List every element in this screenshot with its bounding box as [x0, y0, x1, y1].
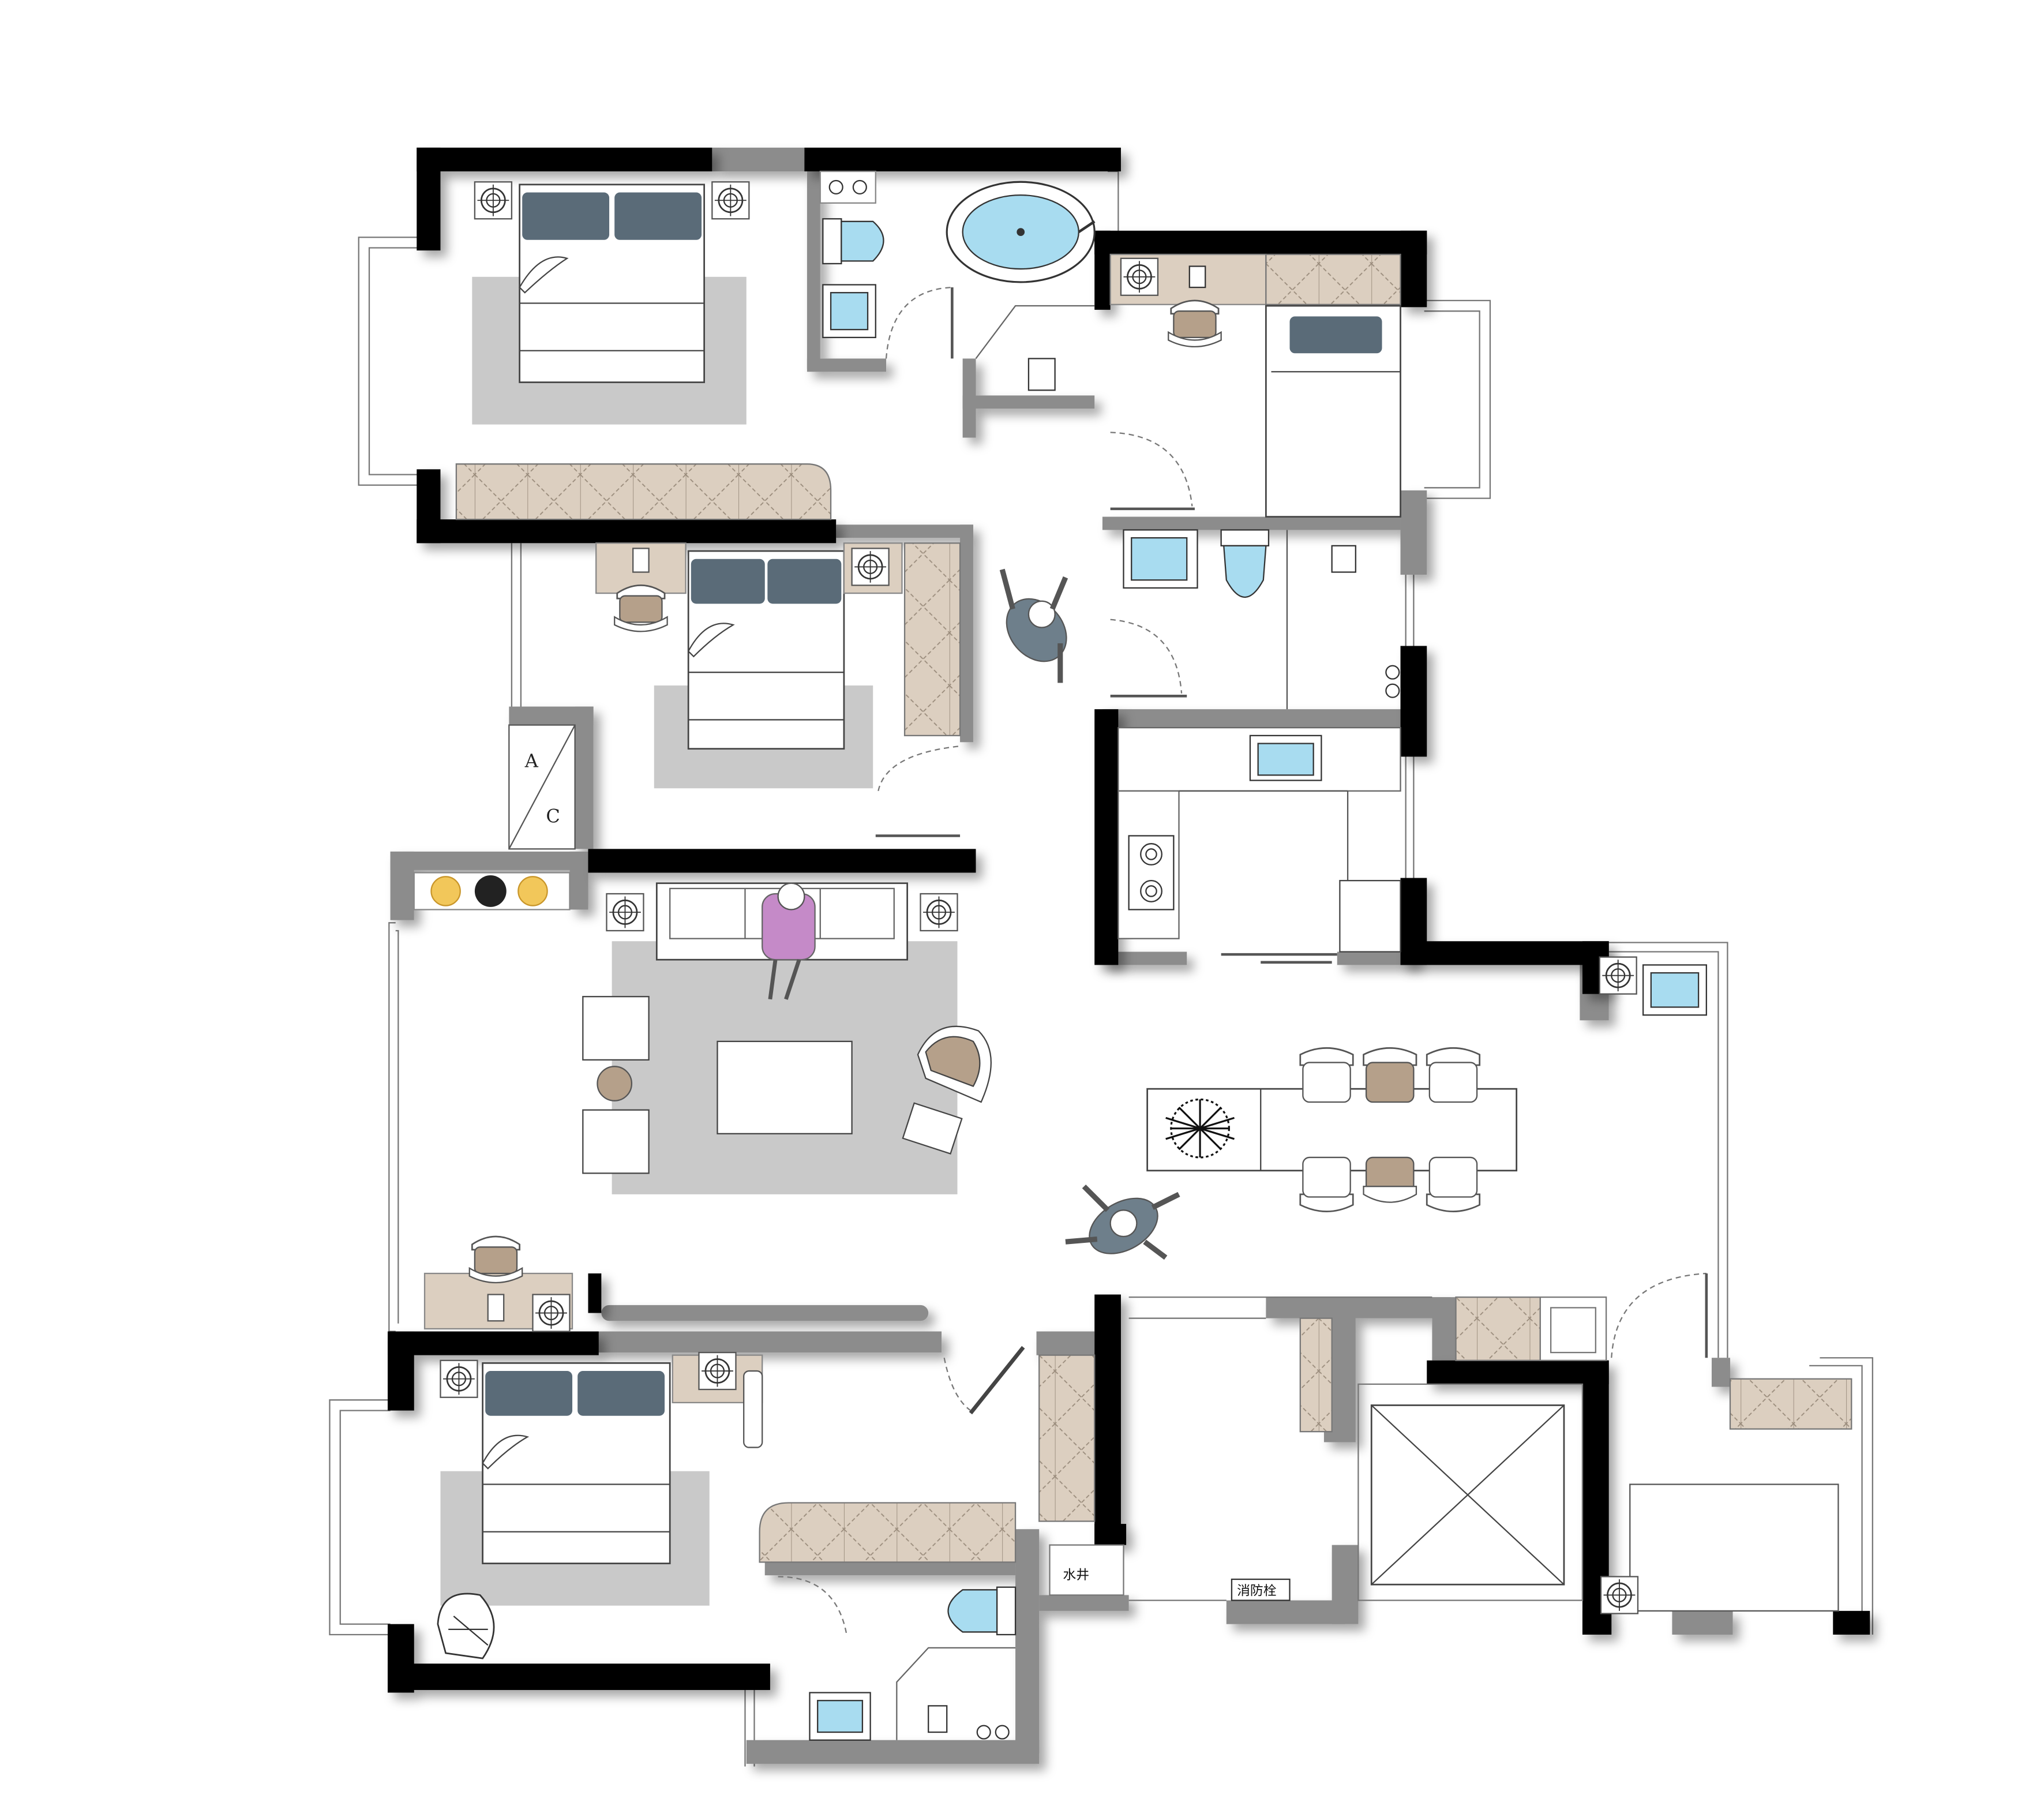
- chair-icon: [1299, 1156, 1354, 1212]
- lamp-icon: [1600, 1576, 1639, 1614]
- lamp-icon: [920, 893, 958, 932]
- chair-icon: [1363, 1047, 1417, 1103]
- fire-hydrant: [1231, 1578, 1291, 1601]
- bathtub-icon: [946, 181, 1096, 283]
- lamp-icon: [532, 1294, 571, 1332]
- toilet-icon: [947, 1586, 1017, 1636]
- sink-icon: [1123, 529, 1198, 589]
- second-bedroom: [595, 542, 961, 837]
- cabinet: [1455, 1296, 1541, 1361]
- water-shaft-label: 水井: [1063, 1568, 1089, 1583]
- lamp-icon: [711, 181, 750, 220]
- person-figure: [999, 568, 1068, 683]
- bathroom-right: [1110, 529, 1400, 710]
- toilet-icon: [822, 218, 884, 265]
- small-bedroom: [1109, 253, 1401, 518]
- entry-area: 消防栓 水井: [1049, 1272, 1852, 1614]
- tiny-counter: [819, 170, 876, 204]
- side-table: [597, 1066, 633, 1101]
- ac-closet: A C: [508, 724, 576, 850]
- water-shaft: [1049, 1544, 1124, 1596]
- toilet-icon: [1220, 529, 1270, 598]
- double-bed: [687, 550, 845, 750]
- lounge-chair: [902, 1025, 992, 1155]
- chair-icon: [1426, 1156, 1481, 1212]
- lamp-icon: [440, 1359, 478, 1399]
- lamp-icon: [1120, 257, 1159, 297]
- sink-icon: [1642, 964, 1707, 1016]
- cooktop-icon: [1128, 835, 1175, 911]
- wardrobe: [455, 463, 832, 520]
- bathroom-lower: [759, 1354, 1096, 1741]
- person-figure: [1065, 1184, 1180, 1260]
- chair-icon: [1299, 1047, 1354, 1103]
- coffee-table: [717, 1040, 853, 1134]
- fridge: [1339, 880, 1401, 953]
- study-nook: [423, 1235, 573, 1332]
- chair-icon: [1426, 1047, 1481, 1103]
- planter: [413, 872, 571, 911]
- double-bed: [519, 183, 705, 383]
- lamp-icon: [698, 1351, 737, 1391]
- chair-icon: [1167, 299, 1222, 348]
- lamp-icon: [474, 181, 513, 220]
- sink-icon: [809, 1692, 871, 1741]
- structural-walls: [388, 147, 1870, 1693]
- closet-label-c: C: [546, 805, 560, 827]
- master-bedroom: [455, 181, 832, 520]
- closet-label-a: A: [524, 750, 539, 772]
- elevator-shaft: [1370, 1404, 1565, 1586]
- lamp-icon: [851, 548, 890, 586]
- dining: [1146, 956, 1707, 1212]
- lounge-chair: [437, 1593, 495, 1659]
- kitchen: [1117, 726, 1401, 964]
- sink-icon: [1249, 735, 1322, 781]
- lamp-icon: [606, 893, 644, 932]
- chair-icon: [613, 584, 668, 632]
- chair-icon: [468, 1235, 523, 1284]
- wardrobe: [903, 542, 961, 736]
- cabinet: [1299, 1317, 1333, 1433]
- single-bed: [1265, 305, 1401, 518]
- wardrobe: [1038, 1354, 1096, 1522]
- cabinet: [1729, 1378, 1852, 1430]
- plant-icon: [1165, 1098, 1235, 1159]
- person-figure: [762, 882, 816, 1000]
- lamp-icon: [1599, 956, 1638, 995]
- armchair: [582, 1109, 650, 1174]
- sink-icon: [822, 284, 876, 339]
- partition-walls: [390, 147, 1733, 1764]
- fire-hydrant-label: 消防栓: [1237, 1583, 1277, 1598]
- chair-icon: [1363, 1156, 1417, 1203]
- third-bedroom: [437, 1346, 1025, 1659]
- armchair: [582, 996, 650, 1061]
- double-bed: [482, 1362, 671, 1564]
- wardrobe: [759, 1502, 1017, 1563]
- living-room: [413, 872, 992, 1194]
- master-bathroom: [819, 170, 1096, 391]
- wardrobe: [1265, 253, 1401, 305]
